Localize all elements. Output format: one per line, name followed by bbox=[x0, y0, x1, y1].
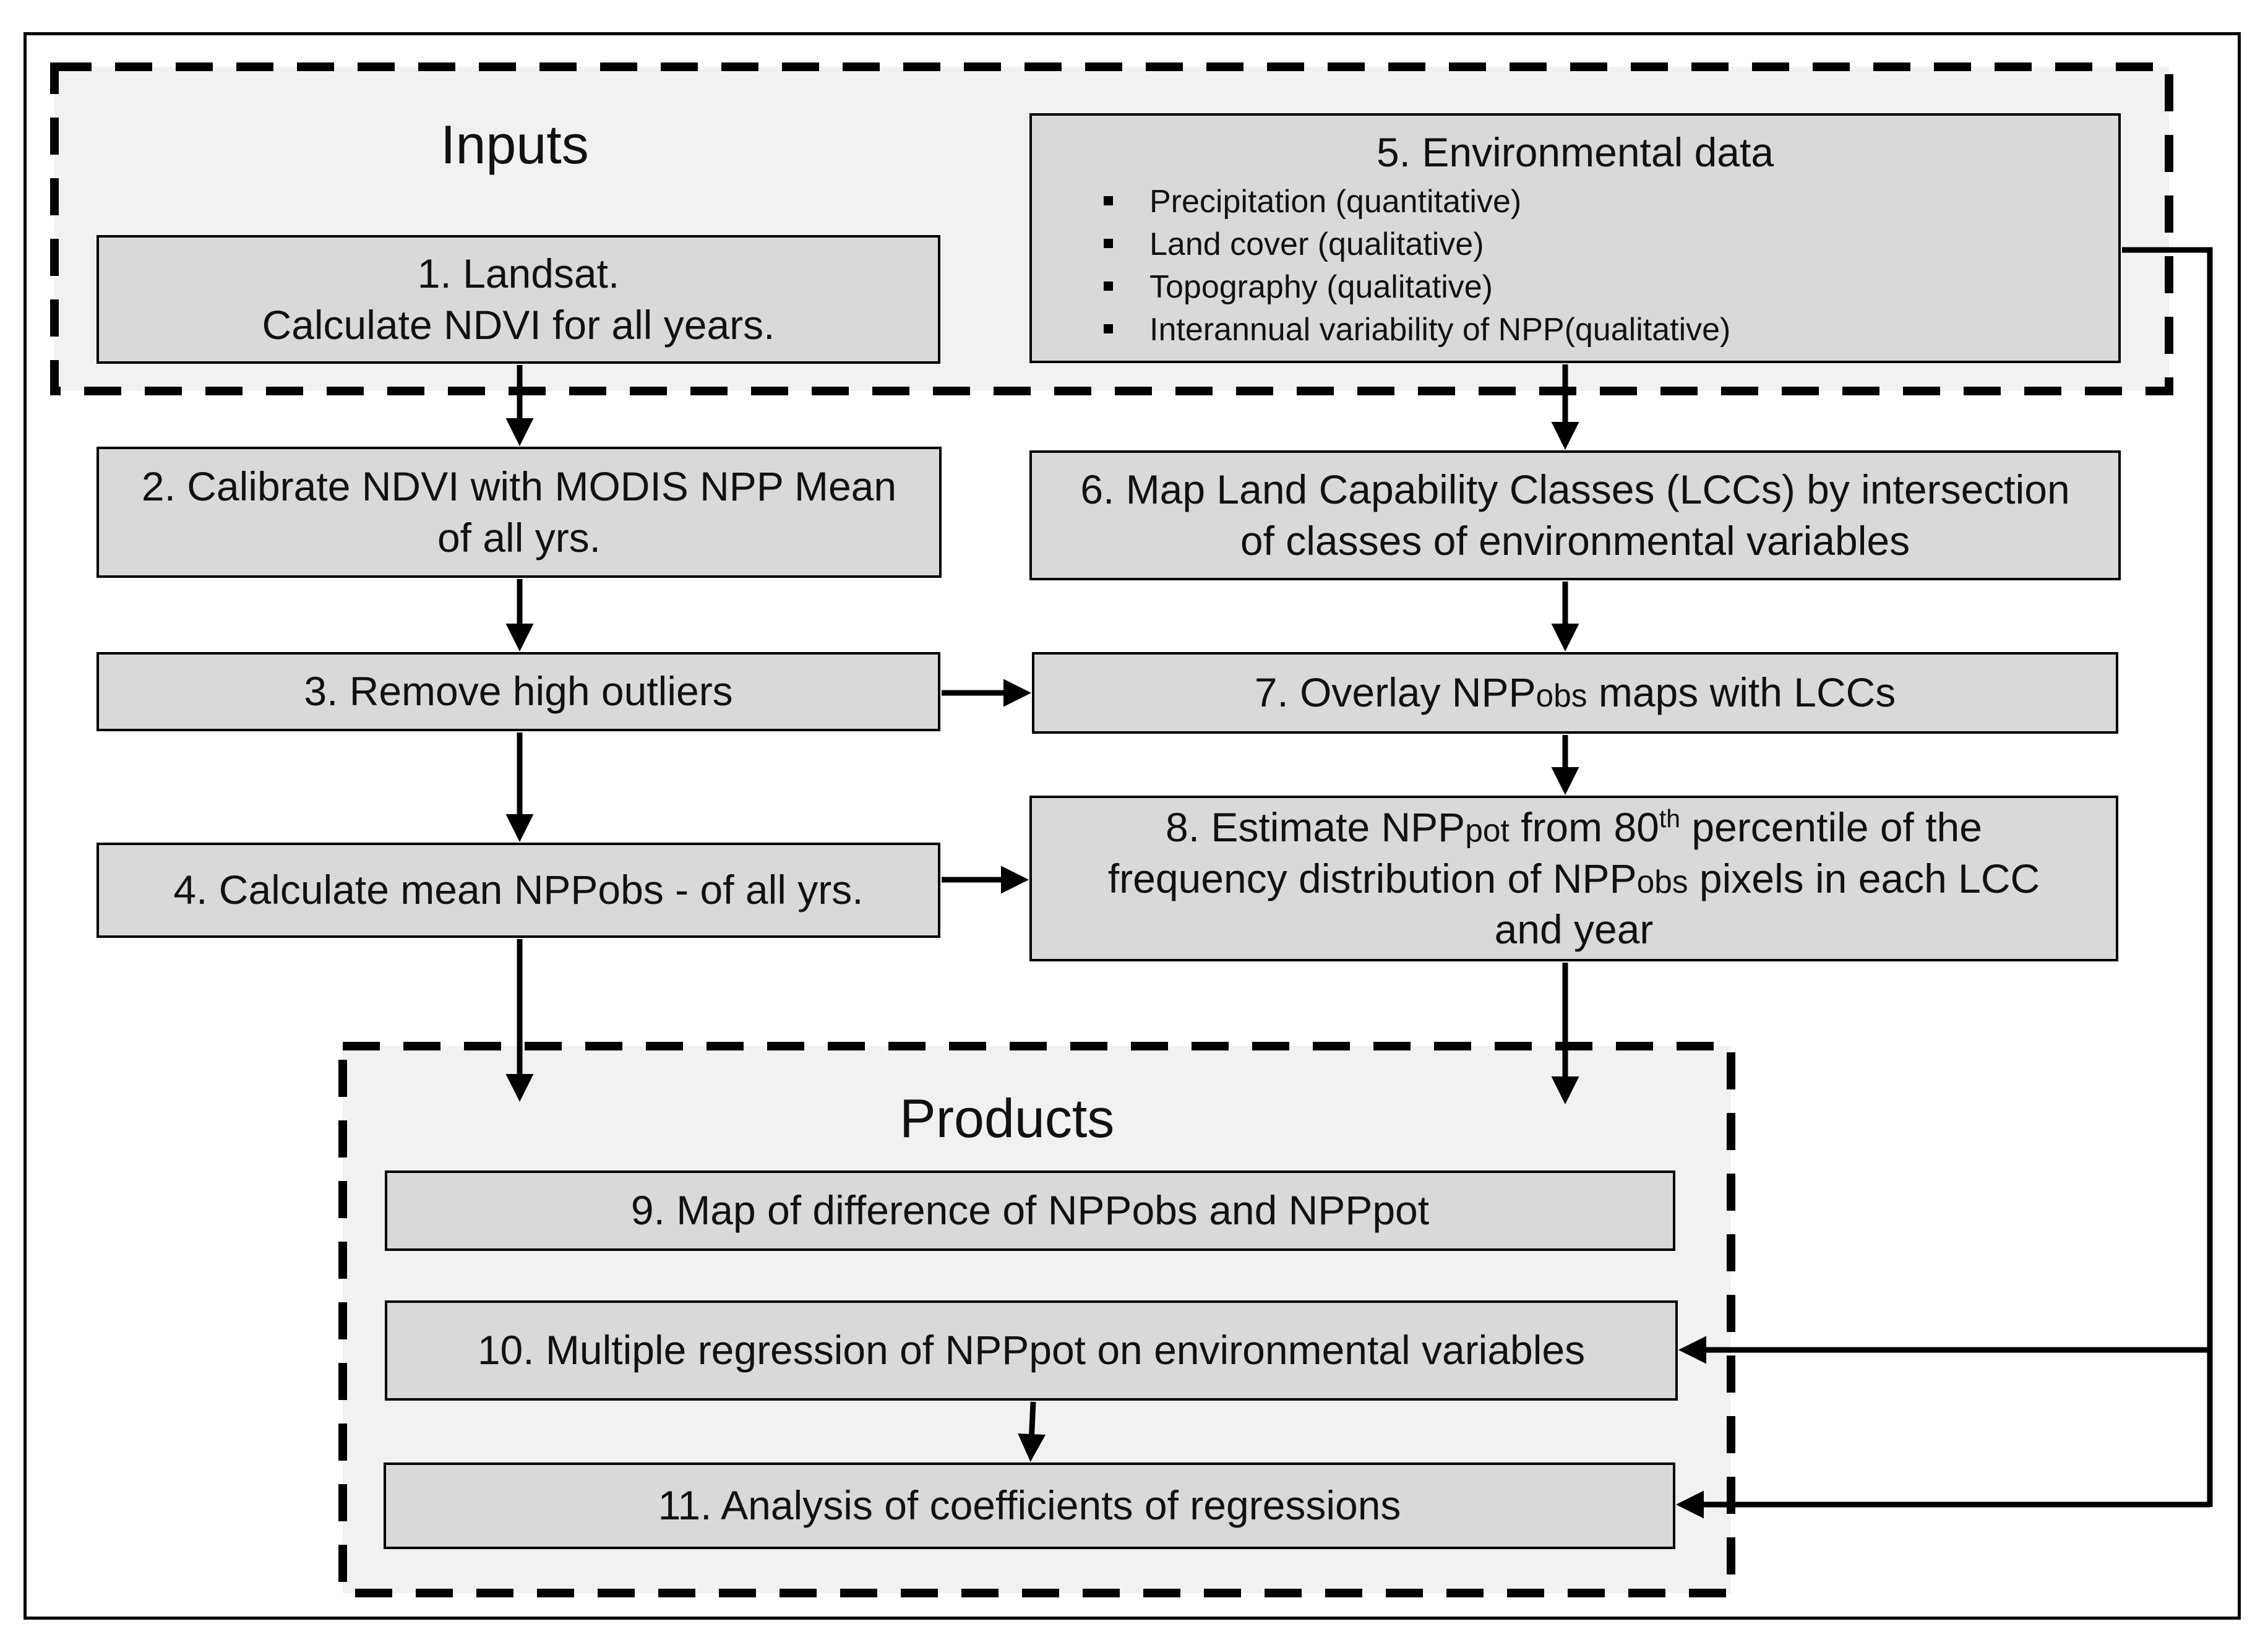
step-5-title: 5. Environmental data bbox=[1376, 129, 1774, 175]
bullet-icon bbox=[1104, 324, 1113, 334]
env-item-land-cover: Land cover (qualitative) bbox=[1104, 223, 1730, 266]
env-item-precipitation: Precipitation (quantitative) bbox=[1104, 181, 1730, 223]
products-group-border bbox=[338, 1042, 1735, 1597]
bullet-icon bbox=[1104, 281, 1113, 291]
step-4-text: 4. Calculate mean NPPobs - of all yrs. bbox=[173, 867, 864, 913]
env-item-interannual: Interannual variability of NPP(qualitati… bbox=[1104, 309, 1730, 351]
step-6-box: 6. Map Land Capability Classes (LCCs) by… bbox=[1029, 450, 2121, 580]
step-9-text: 9. Map of difference of NPPobs and NPPpo… bbox=[630, 1187, 1430, 1234]
step-10-text: 10. Multiple regression of NPPpot on env… bbox=[477, 1327, 1586, 1373]
step-9-box: 9. Map of difference of NPPobs and NPPpo… bbox=[385, 1170, 1675, 1251]
step-1-box: 1. Landsat. Calculate NDVI for all years… bbox=[97, 235, 940, 364]
step-4-box: 4. Calculate mean NPPobs - of all yrs. bbox=[97, 843, 940, 938]
step-10-box: 10. Multiple regression of NPPpot on env… bbox=[385, 1300, 1678, 1401]
step-8-line-2: frequency distribution of NPPobs pixels … bbox=[1107, 855, 2040, 901]
step-1-line-1: 1. Landsat. bbox=[417, 250, 620, 296]
bullet-icon bbox=[1104, 196, 1113, 206]
step-11-text: 11. Analysis of coefficients of regressi… bbox=[658, 1482, 1401, 1529]
inputs-group-border bbox=[50, 62, 2173, 395]
environmental-data-list: Precipitation (quantitative) Land cover … bbox=[1104, 181, 1730, 351]
step-8-box: 8. Estimate NPPpot from 80th percentile … bbox=[1029, 796, 2118, 961]
step-8-line-3: and year bbox=[1494, 906, 1654, 953]
env-item-topography: Topography (qualitative) bbox=[1104, 266, 1730, 309]
step-2-line-2: of all yrs. bbox=[437, 515, 601, 561]
step-1-line-2: Calculate NDVI for all years. bbox=[262, 302, 775, 348]
step-2-line-1: 2. Calibrate NDVI with MODIS NPP Mean bbox=[141, 463, 897, 509]
step-2-box: 2. Calibrate NDVI with MODIS NPP Mean of… bbox=[97, 447, 942, 578]
step-6-line-2: of classes of environmental variables bbox=[1240, 518, 1910, 564]
step-6-line-1: 6. Map Land Capability Classes (LCCs) by… bbox=[1080, 466, 2070, 512]
step-7-box: 7. Overlay NPPobs maps with LCCs bbox=[1032, 652, 2118, 734]
inputs-heading: Inputs bbox=[440, 114, 589, 175]
step-3-box: 3. Remove high outliers bbox=[97, 652, 940, 731]
arrow-10-to-11 bbox=[1018, 1401, 1046, 1462]
feedback-line-5 bbox=[2122, 247, 2213, 1507]
step-7-text: 7. Overlay NPPobs maps with LCCs bbox=[1254, 669, 1896, 716]
step-5-box: 5. Environmental data Precipitation (qua… bbox=[1029, 113, 2121, 363]
bullet-icon bbox=[1104, 239, 1113, 249]
step-11-box: 11. Analysis of coefficients of regressi… bbox=[384, 1462, 1675, 1549]
step-8-line-1: 8. Estimate NPPpot from 80th percentile … bbox=[1166, 804, 1982, 851]
step-3-text: 3. Remove high outliers bbox=[304, 668, 733, 715]
products-heading: Products bbox=[900, 1088, 1115, 1149]
